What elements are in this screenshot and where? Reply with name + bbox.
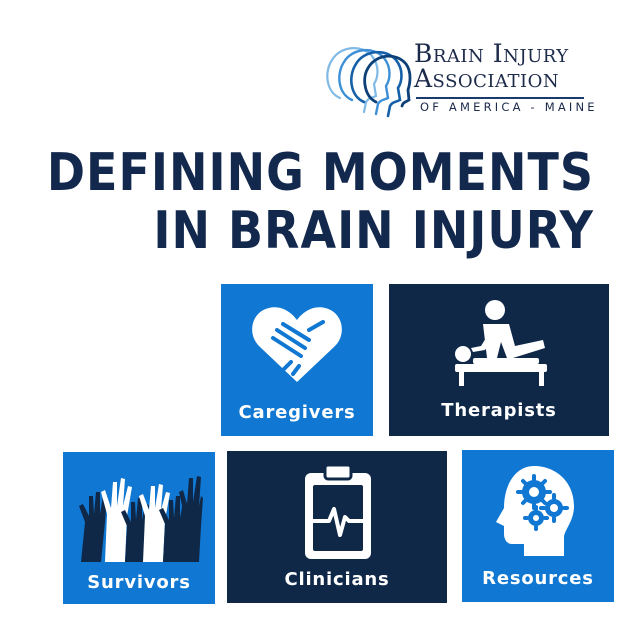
logo-divider	[416, 97, 584, 99]
therapists-tile[interactable]: Therapists	[389, 284, 609, 436]
survivors-label: Survivors	[87, 572, 191, 593]
baa-maine-logo: Brain Injury Association OF AMERICA - MA…	[318, 36, 595, 118]
head-gears-icon	[496, 466, 574, 556]
caregivers-label: Caregivers	[238, 402, 356, 423]
massage-therapy-icon	[455, 300, 547, 386]
logo-line-3: OF AMERICA - MAINE	[420, 100, 598, 114]
page-title-line-2: IN BRAIN INJURY	[153, 200, 594, 261]
handshake-heart-icon	[252, 307, 342, 382]
logo-line-1: Brain Injury	[414, 39, 569, 68]
resources-tile[interactable]: Resources	[462, 450, 614, 602]
therapists-label: Therapists	[441, 400, 557, 421]
raised-hands-icon	[79, 476, 203, 562]
clinicians-label: Clinicians	[284, 569, 390, 590]
page-title-line-1: DEFINING MOMENTS	[46, 142, 594, 203]
clinicians-tile[interactable]: Clinicians	[227, 451, 447, 603]
survivors-tile[interactable]: Survivors	[63, 452, 215, 604]
caregivers-tile[interactable]: Caregivers	[221, 284, 373, 436]
layered-heads-icon	[326, 47, 412, 118]
logo-line-2: Association	[414, 64, 560, 93]
clipboard-heartbeat-icon	[305, 463, 371, 559]
resources-label: Resources	[482, 568, 594, 589]
